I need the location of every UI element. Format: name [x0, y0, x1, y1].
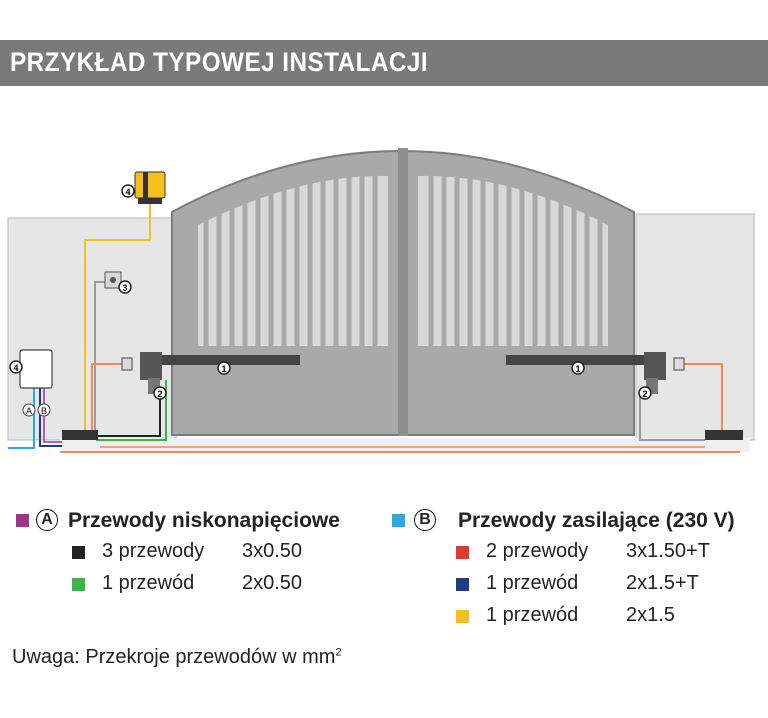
legend-a-row1-label: 3 przewody	[102, 540, 205, 562]
wire-orange-left	[91, 363, 122, 432]
gate-center-post	[398, 148, 408, 436]
marker-key-selector: 3	[118, 280, 132, 294]
legend-b-row2-swatch	[456, 578, 469, 591]
marker-text: 1	[221, 364, 226, 374]
wire-orange-right	[684, 363, 723, 432]
footnote-superscript: 2	[335, 646, 342, 659]
marker-warning-lamp: 4	[121, 184, 135, 198]
legend-b-row3-label: 1 przewód	[486, 604, 579, 626]
page-title: PRZYKŁAD TYPOWEJ INSTALACJI	[10, 47, 429, 77]
marker-left-photocell: 2	[153, 386, 167, 400]
installation-diagram: 1 1 2 2 3 4 4 A B	[7, 148, 755, 453]
control-box	[19, 349, 53, 389]
right-photocell	[673, 357, 685, 371]
legend-power: B Przewody zasilające (230 V) 2 przewody…	[386, 506, 766, 636]
legend-b-row3-swatch	[456, 610, 469, 623]
legend-b-row1-value: 3x1.50+T	[626, 540, 710, 562]
legend-b-cyan-swatch	[392, 514, 405, 527]
right-leaf-bar-lines	[428, 175, 603, 346]
marker-text: 3	[122, 283, 127, 293]
title-bar: PRZYKŁAD TYPOWEJ INSTALACJI	[0, 40, 768, 86]
legend-low-voltage: A Przewody niskonapięciowe 3 przewody 3x…	[0, 506, 380, 616]
mini-label-b: B	[37, 403, 51, 417]
legend-a-letter: A	[36, 509, 58, 531]
legend-b-row1-swatch	[456, 546, 469, 559]
legend-a-magenta-swatch	[16, 514, 29, 527]
marker-control-box: 4	[9, 360, 23, 374]
legend-a-row2-label: 1 przewód	[102, 572, 195, 594]
key-selector	[104, 271, 122, 289]
wire-yellow	[84, 200, 151, 432]
right-wall	[635, 213, 755, 441]
wire-gray-right	[639, 390, 705, 441]
left-photocell	[121, 357, 133, 371]
legend-b-row1-label: 2 przewody	[486, 540, 589, 562]
wire-gray-photocell	[94, 281, 105, 432]
ground-strip	[60, 438, 750, 452]
legend-a-row1-swatch	[72, 546, 85, 559]
mini-label-a: A	[22, 403, 36, 417]
legend-b-header: Przewody zasilające (230 V)	[458, 509, 735, 532]
wire-green	[96, 380, 167, 441]
footnote: Uwaga: Przekroje przewodów w mm2	[12, 646, 342, 669]
legend-a-header: Przewody niskonapięciowe	[68, 509, 340, 532]
marker-text: 4	[125, 187, 130, 197]
marker-right-actuator: 1	[571, 361, 585, 375]
mini-label-text: B	[41, 406, 47, 416]
marker-text: 2	[642, 389, 647, 399]
wire-black	[96, 394, 161, 437]
marker-left-actuator: 1	[217, 361, 231, 375]
left-leaf-bar-lines	[203, 175, 378, 346]
legend-b-letter: B	[414, 509, 436, 531]
legend-a-row2-value: 2x0.50	[242, 572, 303, 594]
marker-text: 4	[13, 363, 18, 373]
legend-b-row2-label: 1 przewód	[486, 572, 579, 594]
marker-text: 2	[157, 389, 162, 399]
legend-a-row2-swatch	[72, 578, 85, 591]
mini-label-text: A	[26, 406, 32, 416]
legend-a-row1-value: 3x0.50	[242, 540, 303, 562]
marker-text: 1	[575, 364, 580, 374]
marker-right-photocell: 2	[638, 386, 652, 400]
legend-b-row3-value: 2x1.5	[626, 604, 675, 626]
left-junction-box	[62, 430, 98, 440]
warning-lamp	[134, 171, 166, 204]
right-junction-box	[705, 430, 743, 440]
legend-b-row2-value: 2x1.5+T	[626, 572, 699, 594]
footnote-text: Uwaga: Przekroje przewodów w mm	[12, 646, 336, 668]
